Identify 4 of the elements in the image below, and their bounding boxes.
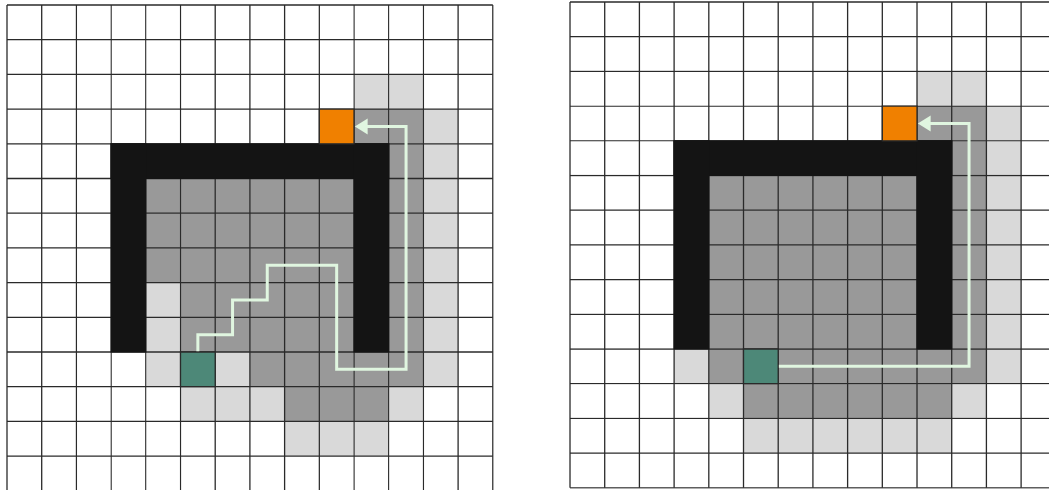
goal-cell (881, 105, 918, 142)
start-cell (179, 351, 216, 388)
goal-cell (318, 108, 355, 145)
start-cell (742, 348, 779, 385)
